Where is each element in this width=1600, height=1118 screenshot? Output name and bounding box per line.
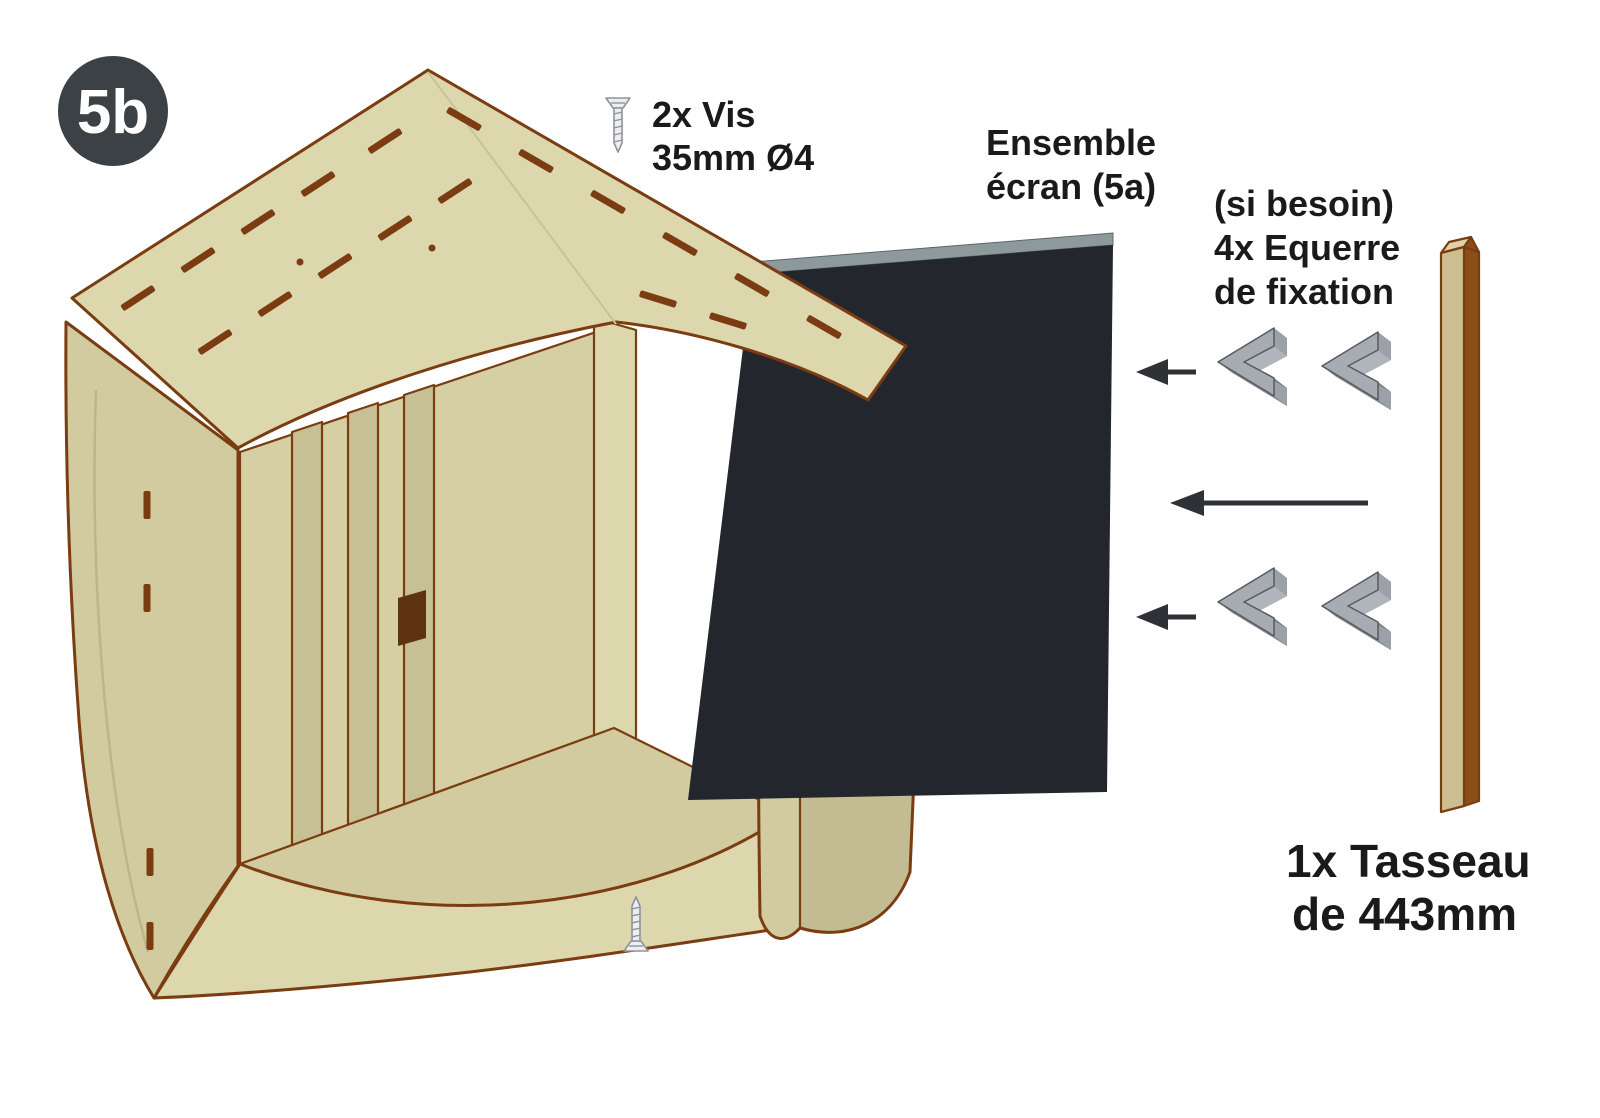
screws-label-line1: 2x Vis [652, 94, 755, 135]
tasseau-illustration [1439, 235, 1481, 814]
arrow-left-icon [1170, 490, 1368, 516]
brackets-label-line1: (si besoin) [1214, 183, 1394, 224]
brackets-label-line2: 4x Equerre [1214, 227, 1400, 268]
screen-label: Ensemble écran (5a) [986, 122, 1156, 207]
arrow-left-icon [1136, 604, 1196, 630]
step-badge: 5b [58, 56, 168, 166]
arrow-left-icon [1136, 359, 1196, 385]
cabinet-slot-hole [398, 590, 426, 646]
corner-bracket-icon [1217, 567, 1288, 647]
tasseau-label-line2: de 443mm [1292, 888, 1517, 940]
screen-label-line1: Ensemble [986, 122, 1156, 163]
tasseau-label-line1: 1x Tasseau [1286, 835, 1531, 887]
screw-icon-top [605, 97, 631, 153]
step-badge-label: 5b [77, 78, 149, 147]
tasseau-label: 1x Tasseau de 443mm [1286, 835, 1531, 940]
brackets-label: (si besoin) 4x Equerre de fixation [1214, 183, 1400, 312]
cabinet-roof [70, 68, 908, 450]
screws-label: 2x Vis 35mm Ø4 [652, 94, 814, 178]
cabinet-interior-slats [290, 383, 436, 849]
corner-bracket-icon [1217, 327, 1288, 407]
corner-bracket-icon [1321, 331, 1392, 411]
corner-bracket-icon [1321, 571, 1392, 651]
cabinet-front-apron [152, 812, 801, 1000]
cabinet-left-wall [64, 320, 240, 1000]
cabinet-roof-slots [120, 107, 842, 355]
screws-label-line2: 35mm Ø4 [652, 137, 814, 178]
screen-label-line2: écran (5a) [986, 166, 1156, 207]
cabinet-left-wall-slots [143, 491, 154, 950]
screen-panel-face [688, 245, 1113, 800]
brackets-label-line3: de fixation [1214, 271, 1394, 312]
